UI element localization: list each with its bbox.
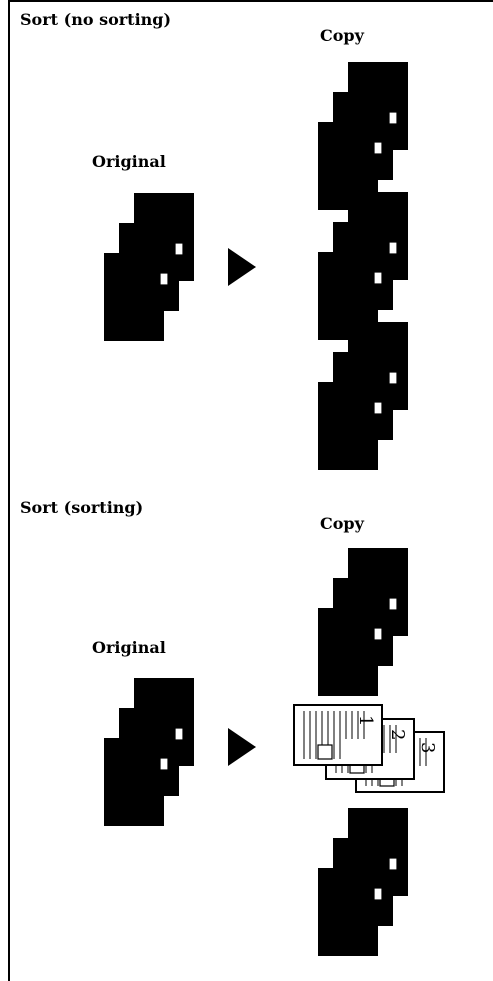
page-number-label: 1 [324, 258, 335, 279]
original-label-sorting: Original [92, 638, 166, 657]
page-number-label: 3 [354, 68, 365, 89]
right-triangle-arrow-icon [228, 728, 256, 766]
copy-set-rotated-sorting: 321 [293, 704, 445, 793]
original-page-set-sorting: 321 [104, 678, 194, 826]
page-sheet-1: 1 [318, 252, 383, 340]
page-number-label: 2 [339, 228, 350, 249]
page-number-label: 2 [339, 584, 350, 605]
page-sheet-1: 1 [318, 382, 383, 470]
diagram-frame [8, 0, 493, 981]
page-sheet-3: 3 [134, 678, 194, 766]
page-sheet-2: 2 [333, 92, 398, 180]
section-heading-sorting: Sort (sorting) [20, 498, 144, 517]
copy-set-1-sorting: 321 [318, 548, 408, 696]
copy-label-sorting: Copy [320, 514, 364, 533]
section-heading-no-sorting: Sort (no sorting) [20, 10, 172, 29]
page-sheet-3: 3 [348, 62, 408, 150]
page-number-label: 1 [355, 715, 376, 726]
page-sheet-3: 3 [134, 193, 194, 281]
copy-set-2-no-sorting: 321 [318, 192, 408, 340]
page-number-label: 2 [387, 729, 408, 740]
page-number-label: 2 [125, 229, 136, 250]
page-number-label: 1 [110, 744, 121, 765]
page-number-label: 3 [140, 684, 151, 705]
page-sheet-2: 2 [119, 223, 184, 311]
page-sheet-3: 3 [348, 808, 408, 896]
page-sheet-3: 3 [348, 548, 408, 636]
original-label-no-sorting: Original [92, 152, 166, 171]
page-sheet-1: 1 [318, 608, 383, 696]
page-number-label: 2 [339, 358, 350, 379]
copy-label-no-sorting: Copy [320, 26, 364, 45]
page-sheet-1: 1 [318, 868, 383, 956]
page-sheet-1: 1 [318, 122, 383, 210]
page-number-label: 1 [110, 259, 121, 280]
page-sheet-2: 2 [333, 578, 398, 666]
page-number-label: 2 [125, 714, 136, 735]
copy-set-3-sorting: 321 [318, 808, 408, 956]
page-number-label: 1 [324, 128, 335, 149]
page-number-label: 3 [417, 742, 438, 753]
page-number-label: 3 [140, 199, 151, 220]
page-sheet-1: 1 [104, 738, 169, 826]
page-sheet-1: 1 [104, 253, 169, 341]
original-page-set-no-sorting: 321 [104, 193, 194, 341]
page-number-label: 3 [354, 554, 365, 575]
copy-set-1-no-sorting: 321 [318, 62, 408, 210]
page-number-label: 3 [354, 198, 365, 219]
page-number-label: 3 [354, 328, 365, 349]
page-sheet-3: 3 [348, 192, 408, 280]
rotated-page-sheet-1: 1 [293, 704, 383, 766]
page-sheet-2: 2 [333, 222, 398, 310]
page-sheet-2: 2 [333, 838, 398, 926]
page-number-label: 3 [354, 814, 365, 835]
page-sheet-3: 3 [348, 322, 408, 410]
page-number-label: 1 [324, 874, 335, 895]
page-sheet-2: 2 [333, 352, 398, 440]
page-sheet-2: 2 [119, 708, 184, 796]
page-number-label: 1 [324, 614, 335, 635]
page-number-label: 2 [339, 844, 350, 865]
copy-set-3-no-sorting: 321 [318, 322, 408, 470]
page-number-label: 1 [324, 388, 335, 409]
page-number-label: 2 [339, 98, 350, 119]
right-triangle-arrow-icon [228, 248, 256, 286]
